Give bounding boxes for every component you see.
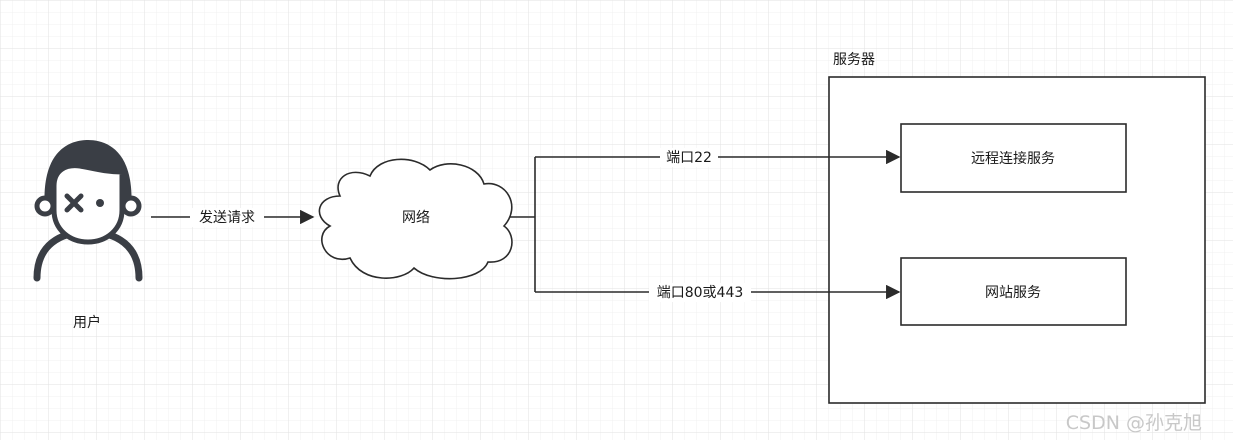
server-label: 服务器: [833, 52, 875, 68]
remote-service-label: 远程连接服务: [971, 150, 1055, 167]
edge-label-send-request: 发送请求: [199, 210, 255, 226]
web-service-box: [900, 257, 1127, 326]
user-label: 用户: [73, 314, 101, 331]
web-service-node[interactable]: 网站服务: [900, 257, 1127, 326]
user-node[interactable]: 用户: [33, 140, 143, 331]
edge-label-port-22: 端口22: [666, 150, 712, 166]
x-eye-icon: [64, 193, 84, 213]
remote-service-node[interactable]: 远程连接服务: [900, 123, 1127, 193]
web-service-label: 网站服务: [985, 285, 1041, 301]
edge-label-background: [660, 148, 718, 167]
edge-send-request[interactable]: 发送请求: [151, 208, 315, 227]
edge-port-22[interactable]: 端口22: [535, 148, 901, 167]
edge-network-branch[interactable]: [510, 157, 536, 292]
cloud-icon: [318, 158, 513, 280]
edge-label-port-80-443: 端口80或443: [657, 285, 744, 301]
edge-label-background: [190, 208, 264, 227]
network-label: 网络: [402, 210, 430, 226]
server-node[interactable]: 服务器: [828, 52, 1206, 404]
edge-port-80-443[interactable]: 端口80或443: [535, 283, 901, 302]
network-node[interactable]: 网络: [318, 158, 513, 280]
watermark: CSDN @孙克旭: [1066, 412, 1202, 434]
edge-label-background: [649, 283, 751, 302]
person-icon: [33, 140, 143, 282]
remote-service-box: [900, 123, 1127, 193]
eye-icon: [96, 199, 104, 207]
